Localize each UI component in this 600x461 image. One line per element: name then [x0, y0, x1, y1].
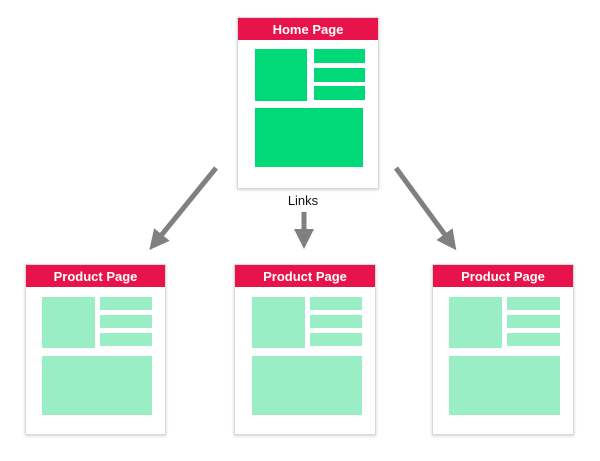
home-content-block [255, 108, 363, 167]
product-content-block [42, 356, 152, 415]
product-image-block [449, 297, 502, 348]
product-text-line-2 [310, 315, 362, 328]
arrow-right [393, 166, 457, 251]
product-text-line-3 [310, 333, 362, 346]
product-text-line-1 [100, 297, 152, 310]
product-page-title: Product Page [26, 265, 165, 287]
home-image-block [255, 49, 307, 101]
home-page-card: Home Page [237, 17, 379, 189]
product-content-block [449, 356, 560, 415]
home-text-line-3 [314, 86, 365, 100]
product-text-line-2 [507, 315, 560, 328]
product-page-card: Product Page [25, 264, 166, 435]
product-page-title: Product Page [235, 265, 375, 287]
home-page-title: Home Page [238, 18, 378, 40]
product-text-line-3 [507, 333, 560, 346]
product-page-card: Product Page [432, 264, 574, 435]
product-image-block [252, 297, 305, 348]
product-page-title: Product Page [433, 265, 573, 287]
product-page-card: Product Page [234, 264, 376, 435]
product-text-line-1 [507, 297, 560, 310]
product-text-line-1 [310, 297, 362, 310]
links-label: Links [287, 193, 319, 208]
product-text-line-2 [100, 315, 152, 328]
product-text-line-3 [100, 333, 152, 346]
product-content-block [252, 356, 362, 415]
arrow-left [149, 166, 218, 250]
product-image-block [42, 297, 95, 348]
home-text-line-1 [314, 49, 365, 63]
home-text-line-2 [314, 68, 365, 82]
